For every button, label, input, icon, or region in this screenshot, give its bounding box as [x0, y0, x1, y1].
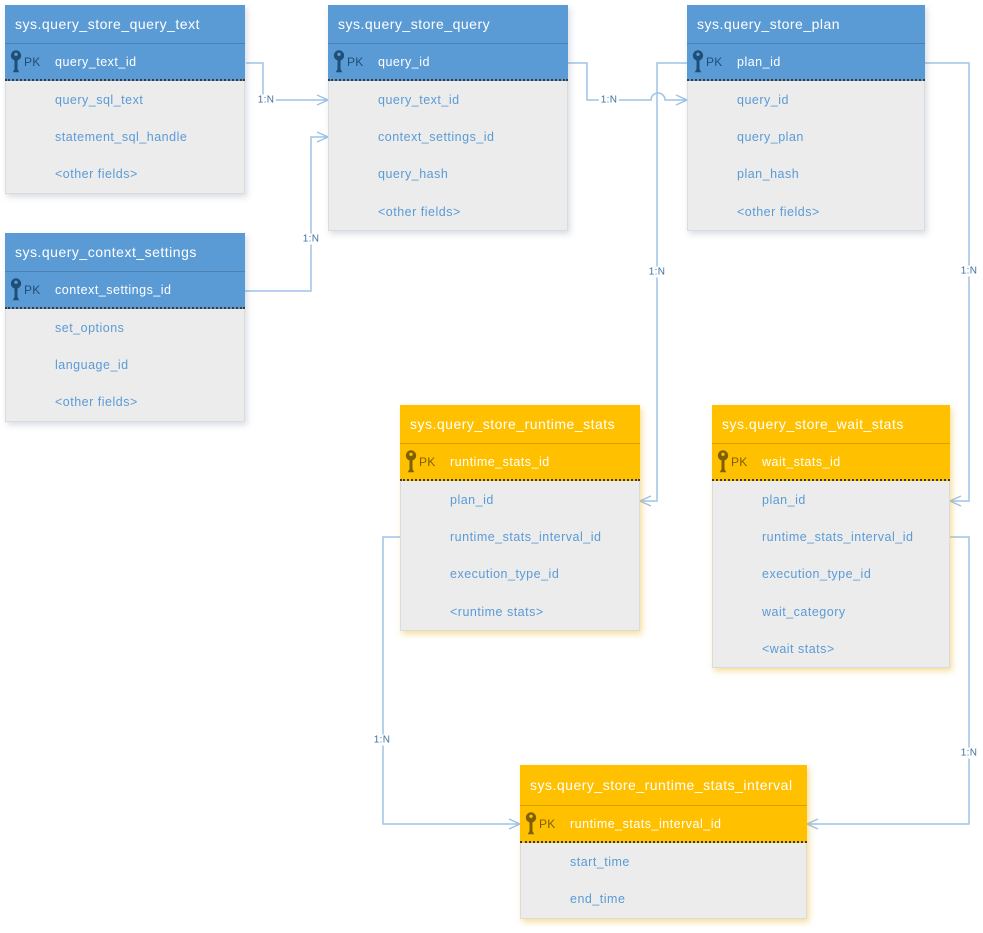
- entity-query-store-wait-stats[interactable]: sys.query_store_wait_stats PK wait_stats…: [712, 405, 950, 669]
- pk-row: PK runtime_stats_interval_id: [520, 805, 807, 843]
- field-list: plan_id runtime_stats_interval_id execut…: [400, 481, 640, 632]
- field-list: plan_id runtime_stats_interval_id execut…: [712, 481, 950, 669]
- relationship-label: 1:N: [255, 94, 277, 106]
- key-icon: [9, 50, 23, 73]
- pk-row: PK wait_stats_id: [712, 443, 950, 481]
- field: runtime_stats_interval_id: [450, 529, 602, 544]
- field-list: query_text_id context_settings_id query_…: [328, 81, 568, 232]
- field: runtime_stats_interval_id: [762, 529, 914, 544]
- field: execution_type_id: [450, 567, 560, 582]
- entity-query-store-query[interactable]: sys.query_store_query PK query_id query_…: [328, 5, 568, 232]
- table-title: sys.query_store_query: [328, 5, 568, 43]
- pk-tag: PK: [731, 454, 748, 469]
- table-title: sys.query_store_wait_stats: [712, 405, 950, 443]
- pk-tag: PK: [24, 282, 41, 297]
- entity-query-store-runtime-stats-interval[interactable]: sys.query_store_runtime_stats_interval P…: [520, 765, 807, 919]
- entity-query-store-runtime-stats[interactable]: sys.query_store_runtime_stats PK runtime…: [400, 405, 640, 632]
- pk-field-name: wait_stats_id: [762, 454, 841, 469]
- relationship-label: 1:N: [598, 94, 620, 106]
- table-title: sys.query_store_query_text: [5, 5, 245, 43]
- pk-field-name: runtime_stats_id: [450, 454, 550, 469]
- pk-field-name: plan_id: [737, 54, 781, 69]
- pk-tag: PK: [706, 54, 723, 69]
- field: <runtime stats>: [450, 604, 544, 619]
- entity-query-context-settings[interactable]: sys.query_context_settings PK context_se…: [5, 233, 245, 422]
- relationship-label: 1:N: [300, 233, 322, 245]
- pk-tag: PK: [24, 54, 41, 69]
- key-icon: [716, 450, 730, 473]
- field: query_text_id: [378, 92, 460, 107]
- field-list: start_time end_time: [520, 843, 807, 919]
- key-icon: [332, 50, 346, 73]
- pk-row: PK runtime_stats_id: [400, 443, 640, 481]
- field: <other fields>: [378, 204, 461, 219]
- pk-field-name: query_text_id: [55, 54, 137, 69]
- relationship-label: 1:N: [646, 266, 668, 278]
- key-icon: [524, 812, 538, 835]
- field: plan_id: [450, 492, 494, 507]
- field: statement_sql_handle: [55, 129, 188, 144]
- field: end_time: [570, 891, 626, 906]
- pk-row: PK context_settings_id: [5, 271, 245, 309]
- key-icon: [9, 278, 23, 301]
- pk-tag: PK: [539, 816, 556, 831]
- pk-tag: PK: [347, 54, 364, 69]
- field: start_time: [570, 854, 630, 869]
- field: <other fields>: [55, 395, 138, 410]
- field: context_settings_id: [378, 129, 495, 144]
- field: query_sql_text: [55, 92, 144, 107]
- relationship-label: 1:N: [958, 747, 980, 759]
- field: query_id: [737, 92, 789, 107]
- field: execution_type_id: [762, 567, 872, 582]
- field: <wait stats>: [762, 641, 835, 656]
- field: query_hash: [378, 167, 449, 182]
- relationship-label: 1:N: [958, 265, 980, 277]
- table-title: sys.query_store_plan: [687, 5, 925, 43]
- field: plan_hash: [737, 167, 800, 182]
- relationship-label: 1:N: [371, 734, 393, 746]
- field: <other fields>: [55, 167, 138, 182]
- pk-tag: PK: [419, 454, 436, 469]
- field: set_options: [55, 320, 125, 335]
- table-title: sys.query_context_settings: [5, 233, 245, 271]
- entity-query-store-query-text[interactable]: sys.query_store_query_text PK query_text…: [5, 5, 245, 194]
- field: plan_id: [762, 492, 806, 507]
- field: <other fields>: [737, 204, 820, 219]
- pk-field-name: runtime_stats_interval_id: [570, 816, 722, 831]
- field-list: query_sql_text statement_sql_handle <oth…: [5, 81, 245, 194]
- field: query_plan: [737, 129, 804, 144]
- pk-row: PK query_id: [328, 43, 568, 81]
- pk-row: PK plan_id: [687, 43, 925, 81]
- entity-query-store-plan[interactable]: sys.query_store_plan PK plan_id query_id…: [687, 5, 925, 232]
- pk-row: PK query_text_id: [5, 43, 245, 81]
- field: language_id: [55, 357, 129, 372]
- pk-field-name: query_id: [378, 54, 430, 69]
- pk-field-name: context_settings_id: [55, 282, 172, 297]
- field-list: set_options language_id <other fields>: [5, 309, 245, 422]
- table-title: sys.query_store_runtime_stats_interval: [520, 765, 807, 805]
- field: wait_category: [762, 604, 846, 619]
- table-title: sys.query_store_runtime_stats: [400, 405, 640, 443]
- key-icon: [404, 450, 418, 473]
- key-icon: [691, 50, 705, 73]
- field-list: query_id query_plan plan_hash <other fie…: [687, 81, 925, 232]
